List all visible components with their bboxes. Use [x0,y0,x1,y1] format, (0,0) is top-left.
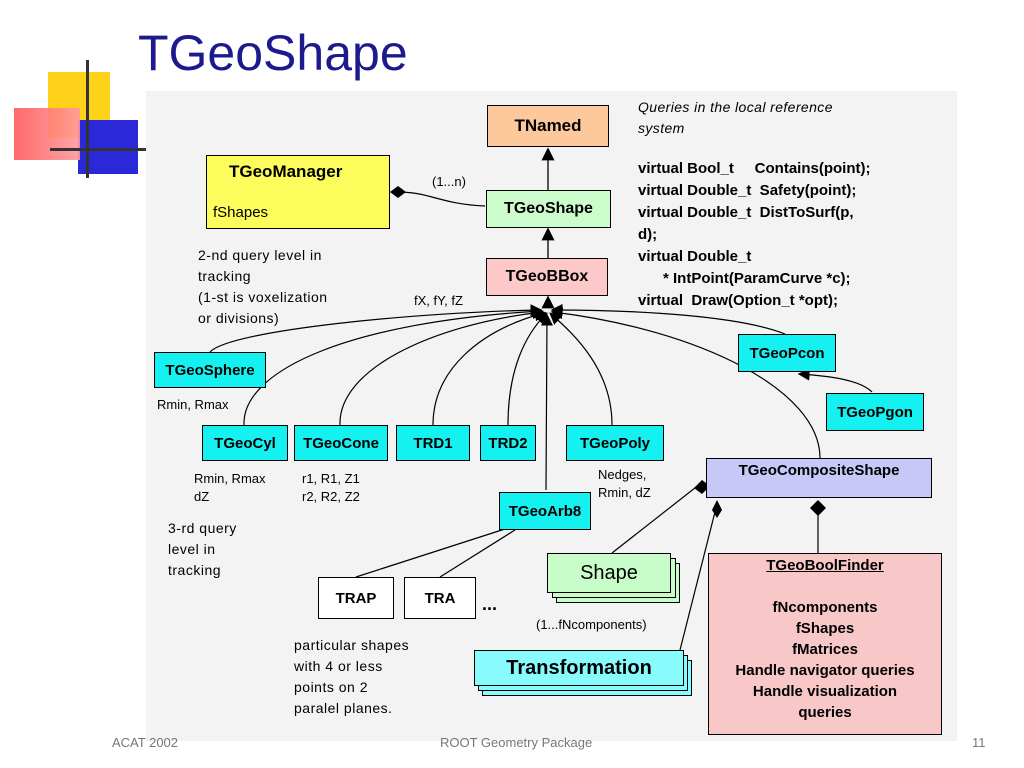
tgeopoly-box: TGeoPoly [566,425,664,461]
query2-line-2: (1-st is voxelization [198,289,328,305]
shape-box: Shape [547,553,671,593]
query3-line-0: 3-rd query [168,520,237,536]
tgeomanager-box: TGeoManager fShapes [206,155,390,229]
logo-vertical-line [86,60,89,178]
query3-line-2: tracking [168,562,222,578]
footer-center: ROOT Geometry Package [440,735,593,750]
particular-line-1: with 4 or less [294,658,383,674]
line-manager-to-shape [397,191,486,207]
line-trd1 [432,309,547,426]
trd2-box: TRD2 [480,425,536,461]
tgeomanager-label: TGeoManager [229,162,343,181]
line-cyl [243,305,544,426]
boolfinder-item-4: Handle visualization [752,683,898,700]
line-pgon-to-pcon [797,368,873,393]
aggregation-diamond-manager [390,186,406,198]
boolfinder-item-3: Handle navigator queries [735,662,915,679]
line-sphere [209,304,543,353]
method-line-0: virtual Bool_t Contains(point); [638,160,871,177]
query3-line-1: level in [168,541,216,557]
particular-line-3: paralel planes. [294,700,393,716]
trd1-box: TRD1 [396,425,470,461]
trap-box: TRAP [318,577,394,619]
boolfinder-item-0: fNcomponents [772,599,878,616]
query2-line-1: tracking [198,268,252,284]
poly-params-line-0: Nedges, [598,467,647,482]
line-tra-to-arb8 [439,529,516,578]
method-line-3: d); [638,226,658,243]
transformation-box: Transformation [474,650,684,686]
tnamed-box: TNamed [487,105,609,147]
method-line-4: virtual Double_t [638,248,752,265]
logo-red-square [14,108,80,160]
tgeocone-box: TGeoCone [294,425,388,461]
mult-ncomponents: (1...fNcomponents) [536,617,647,632]
query2-line-3: or divisions) [198,310,280,326]
method-line-1: virtual Double_t Safety(point); [638,182,857,199]
mult-1n: (1...n) [432,174,466,189]
tgeocomposite-box: TGeoCompositeShape [706,458,932,498]
tra-box: TRA [404,577,476,619]
method-line-2: virtual Double_t DistToSurf(p, [638,204,854,221]
particular-line-0: particular shapes [294,637,410,653]
aggregation-diamond-boolfinder [810,500,826,516]
line-trap-to-arb8 [355,527,509,578]
particular-line-2: points on 2 [294,679,368,695]
line-transformation-to-composite [679,507,717,651]
line-trd2 [507,312,548,426]
line-poly [549,312,613,426]
tgeoboolfinder-box: TGeoBoolFinder fNcomponents fShapes fMat… [708,553,942,735]
cone-params-line-1: r2, R2, Z2 [302,489,360,504]
fshapes-label: fShapes [213,204,269,221]
boolfinder-item-5: queries [798,704,852,721]
line-pcon [550,304,786,335]
line-cone [339,307,545,426]
line-shape-to-composite [611,483,701,554]
poly-params-line-1: Rmin, dZ [598,485,651,500]
cyl-params-line-0: Rmin, Rmax [194,471,266,486]
tgeoarb8-box: TGeoArb8 [499,492,591,530]
slide-title: TGeoShape [138,25,408,81]
queries-header-line-0: Queries in the local reference [638,99,833,115]
tgeopgon-box: TGeoPgon [826,393,924,431]
query2-line-0: 2-nd query level in [198,247,322,263]
tgeoboolfinder-title: TGeoBoolFinder [766,557,884,574]
fxyz-label: fX, fY, fZ [414,293,463,308]
tgeobbox-box: TGeoBBox [486,258,608,296]
method-line-6: virtual Draw(Option_t *opt); [638,292,838,309]
boolfinder-item-1: fShapes [795,620,855,637]
page-number: 11 [972,735,986,750]
queries-header-line-1: system [638,120,685,136]
tgeocyl-box: TGeoCyl [202,425,288,461]
cyl-params-line-1: dZ [194,489,210,504]
tgeopcon-box: TGeoPcon [738,334,836,372]
boolfinder-item-2: fMatrices [792,641,858,658]
cone-params-line-0: r1, R1, Z1 [302,471,360,486]
ellipsis: ... [482,594,498,614]
line-arb8 [540,313,553,491]
logo-horizontal-line [50,148,150,151]
method-line-5: * IntPoint(ParamCurve *c); [638,270,851,287]
aggregation-diamond-transformation [712,500,722,518]
sphere-params: Rmin, Rmax [157,397,229,412]
tgeoshape-box: TGeoShape [486,190,611,228]
footer-left: ACAT 2002 [112,735,179,750]
tgeosphere-box: TGeoSphere [154,352,266,388]
